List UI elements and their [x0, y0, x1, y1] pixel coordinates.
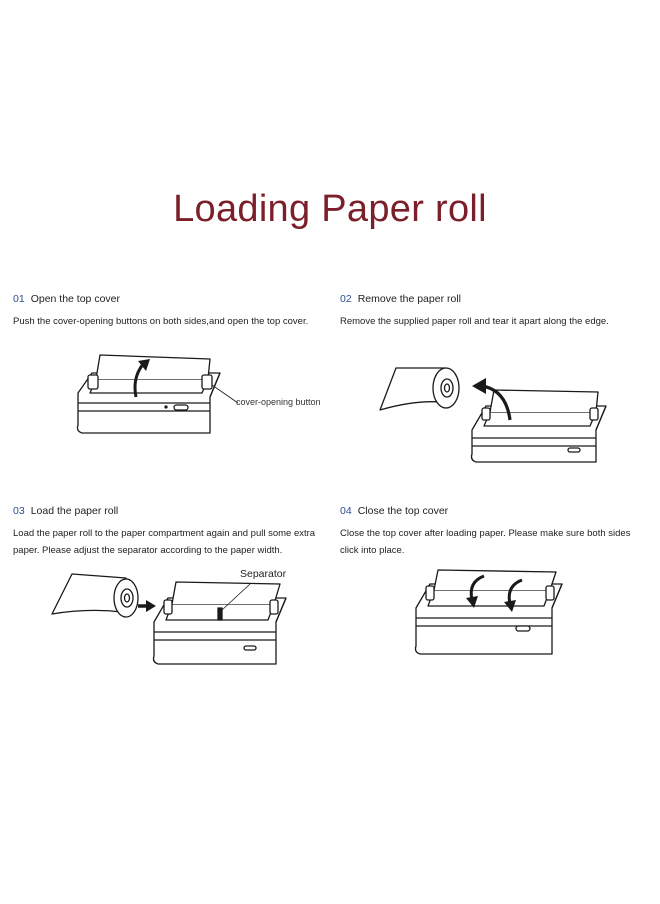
step-2: 02 Remove the paper roll Remove the suppl… [340, 293, 650, 330]
step-4-illustration [414, 569, 563, 655]
step-2-title: Remove the paper roll [357, 293, 461, 305]
step-1-heading: 01 Open the top cover [13, 293, 323, 305]
step-2-number: 02 [340, 293, 352, 305]
step-4-description: Close the top cover after loading paper.… [340, 528, 631, 556]
step-3-description: Load the paper roll to the paper compart… [13, 528, 316, 556]
step-2-heading: 02 Remove the paper roll [340, 293, 650, 305]
step-4-heading: 04 Close the top cover [340, 505, 650, 517]
step-1-description: Push the cover-opening buttons on both s… [13, 316, 309, 327]
step-2-description: Remove the supplied paper roll and tear … [340, 316, 609, 327]
step-1: 01 Open the top cover Push the cover-open… [13, 293, 323, 330]
cover-opening-button-callout: cover-opening button [236, 397, 321, 407]
step-3: 03 Load the paper roll Load the paper rol… [13, 505, 328, 559]
step-3-number: 03 [13, 505, 25, 517]
step-4: 04 Close the top cover Close the top cove… [340, 505, 650, 559]
step-3-title: Load the paper roll [30, 505, 119, 517]
step-1-title: Open the top cover [30, 293, 120, 305]
separator-callout: Separator [240, 568, 287, 580]
step-4-title: Close the top cover [357, 505, 449, 517]
step-2-illustration [379, 367, 607, 463]
step-4-number: 04 [340, 505, 352, 517]
step-1-illustration [76, 354, 239, 434]
step-3-illustration [51, 573, 287, 665]
step-1-number: 01 [13, 293, 25, 305]
step-3-heading: 03 Load the paper roll [13, 505, 328, 517]
page-title: Loading Paper roll [173, 188, 487, 230]
